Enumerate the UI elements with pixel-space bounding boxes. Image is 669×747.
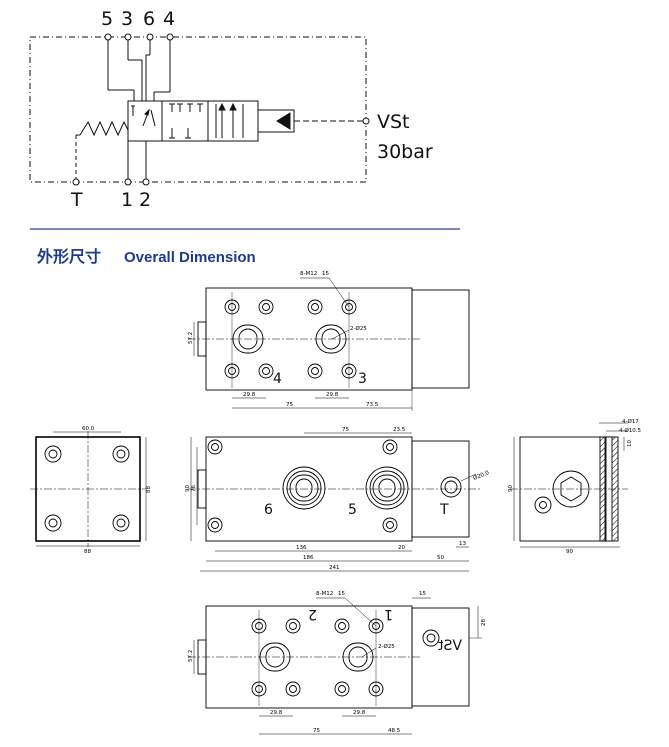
front-port-5: 5 [348, 502, 357, 518]
bottom-dim-pitch-right: 29.8 [353, 710, 366, 716]
right-dim-90-w: 90 [566, 549, 573, 555]
section-title-cn: 外形尺寸 [36, 247, 101, 266]
schematic-port-nodes [72, 33, 174, 186]
bottom-dim-15: 15 [419, 591, 426, 597]
right-dim-90-h: 90 [508, 485, 514, 492]
port-label-1: 1 [121, 189, 133, 211]
bottom-dim-28: 28 [481, 619, 487, 626]
front-port-6: 6 [264, 502, 273, 518]
port-label-2: 2 [139, 189, 151, 211]
bottom-callout-depth: 15 [338, 591, 345, 597]
front-dim-90: 90 [185, 485, 191, 492]
right-dim-4-10-5: 4-Ø10.5 [619, 427, 642, 434]
front-dim-bore: Ø20.0 [472, 469, 490, 482]
bottom-port-vst: VSt [438, 638, 462, 654]
top-dim-75: 75 [286, 402, 293, 408]
port-label-t: T [70, 189, 83, 211]
bottom-callout-bore: 2-Ø25 [378, 643, 395, 650]
bottom-callout-holes: 8-M12 [316, 591, 333, 597]
port-label-4: 4 [163, 8, 175, 30]
front-dim-23-5: 23.5 [393, 427, 406, 433]
front-dim-186: 186 [303, 555, 314, 561]
top-port-3: 3 [358, 371, 367, 387]
port-label-3: 3 [121, 8, 133, 30]
pilot-label: VSt [377, 111, 410, 133]
hydraulic-schematic [29, 36, 370, 183]
top-view [188, 277, 470, 411]
top-port-4: 4 [273, 371, 282, 387]
front-view [188, 432, 480, 572]
bottom-view [188, 597, 482, 735]
pressure-label: 30bar [377, 141, 433, 163]
right-dim-10: 10 [627, 440, 633, 447]
front-dim-76: 76 [191, 485, 197, 492]
top-dim-pitch-right: 29.8 [326, 392, 339, 398]
front-dim-13: 13 [459, 541, 466, 547]
bottom-dim-pitch-left: 29.8 [270, 710, 283, 716]
bottom-dim-75: 75 [313, 728, 320, 734]
bottom-dim-48-5: 48.5 [388, 728, 401, 734]
pilot-port-node [362, 117, 370, 125]
spring-symbol [79, 120, 129, 137]
front-dim-20: 20 [398, 545, 405, 551]
front-dim-136: 136 [296, 545, 307, 551]
top-callout-bore: 2-Ø25 [350, 325, 367, 332]
section-title-en: Overall Dimension [124, 249, 256, 266]
top-dim-height: 57.2 [188, 332, 194, 344]
right-dim-4-17: 4-Ø17 [622, 418, 639, 425]
top-port-lines [107, 37, 171, 101]
right-view [510, 422, 628, 548]
front-dim-75: 75 [342, 427, 349, 433]
top-callout-depth: 15 [322, 271, 329, 277]
top-dim-pitch-left: 29.8 [243, 392, 256, 398]
port-label-6: 6 [143, 8, 155, 30]
bottom-port-1: 1 [384, 606, 393, 622]
front-dim-50: 50 [437, 555, 444, 561]
port-label-5: 5 [101, 8, 113, 30]
top-callout-holes: 8-M12 [300, 271, 317, 277]
bottom-port-2: 2 [308, 606, 317, 622]
top-dim-73-5: 73.5 [366, 402, 379, 408]
front-port-t: T [439, 502, 449, 518]
valve-box-middle [161, 100, 209, 142]
left-view [30, 431, 147, 547]
left-dim-right: 88 [146, 486, 152, 493]
left-dim-top: 60.0 [82, 426, 95, 432]
bottom-dim-height: 57.2 [188, 650, 194, 662]
front-dim-241: 241 [329, 565, 340, 571]
schematic-envelope [29, 36, 367, 183]
left-dim-bottom: 88 [84, 549, 91, 555]
